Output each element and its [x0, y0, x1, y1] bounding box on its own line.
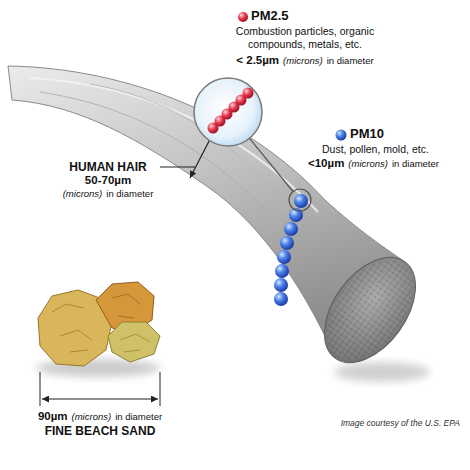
pm25-particle	[243, 88, 254, 99]
particle-description: Dust, pollen, mold, etc.	[322, 143, 429, 156]
pm25-key-dot	[238, 12, 248, 22]
pm10-particle	[294, 194, 308, 208]
label-line: < 2.5µm (microns) in diameter	[236, 54, 373, 68]
sand-texture	[120, 334, 150, 352]
label-line: Combustion particles, organic compounds,…	[226, 25, 384, 50]
label-line: (microns)in diameter	[63, 188, 154, 199]
pm10-key-dot	[336, 130, 347, 141]
magnifier-circle	[194, 78, 262, 146]
size-value: 50-70µm	[85, 174, 131, 188]
hair-shadow	[334, 362, 430, 382]
pm10-particle	[284, 222, 298, 236]
label-line: Dust, pollen, mold, etc.	[322, 143, 429, 156]
label-line: <10µm (microns) in diameter	[308, 157, 439, 171]
pm10-heading: PM10	[350, 126, 384, 142]
dimension-tick	[160, 372, 161, 406]
label-group: PM10	[350, 126, 384, 142]
label-group: < 2.5µm (microns) in diameter	[236, 54, 373, 68]
sand-grain	[108, 322, 160, 362]
pm10-particle	[275, 264, 289, 278]
dimension-tick	[40, 372, 41, 406]
label-line: PM2.5	[251, 8, 289, 24]
unit-note: (microns)	[348, 158, 388, 169]
leader-line	[160, 167, 195, 168]
pm25-particles	[208, 88, 254, 134]
sand-texture	[112, 294, 140, 318]
size-value: 90µm	[38, 410, 68, 424]
unit-note: (microns)	[63, 188, 103, 199]
label-group: 90µm (microns)in diameterFINE BEACH SAND	[38, 410, 162, 438]
object-name: FINE BEACH SAND	[45, 424, 156, 438]
label-group: PM2.5	[251, 8, 289, 24]
size-value: < 2.5µm	[236, 54, 279, 68]
pm10-particle	[280, 236, 294, 250]
label-line: 50-70µm	[63, 174, 154, 188]
label-group: HUMAN HAIR50-70µm(microns)in diameter	[63, 160, 154, 200]
pm10-particle	[277, 250, 291, 264]
sand-width-arrow	[42, 398, 158, 399]
unit-note: in diameter	[327, 55, 374, 66]
particle-description: Combustion particles, organic compounds,…	[226, 25, 384, 50]
label-group: Combustion particles, organic compounds,…	[226, 25, 384, 50]
label-line: 90µm (microns)in diameter	[38, 410, 162, 424]
pm10-particle	[274, 292, 288, 306]
hair-cross-section-texture	[309, 244, 431, 376]
object-name: HUMAN HAIR	[69, 160, 146, 174]
label-group: Image courtesy of the U.S. EPA	[341, 418, 460, 428]
size-value: <10µm	[308, 157, 344, 171]
label-line: PM10	[350, 126, 384, 142]
focus-ring	[289, 189, 311, 211]
label-line: HUMAN HAIR	[63, 160, 154, 174]
unit-note: (microns)	[72, 411, 112, 422]
unit-note: in diameter	[392, 158, 439, 169]
label-group: Dust, pollen, mold, etc.	[322, 143, 429, 156]
unit-note: (microns)	[283, 55, 323, 66]
image-credit: Image courtesy of the U.S. EPA	[341, 418, 460, 428]
label-line: Image courtesy of the U.S. EPA	[341, 418, 460, 428]
pm25-heading: PM2.5	[251, 8, 289, 24]
label-line: FINE BEACH SAND	[38, 424, 162, 438]
pm10-particle	[274, 278, 288, 292]
unit-note: in diameter	[106, 188, 153, 199]
magnifier-leader	[250, 138, 294, 191]
label-group: <10µm (microns) in diameter	[308, 157, 439, 171]
hair-cross-section	[306, 241, 434, 379]
sand-texture	[52, 304, 92, 352]
unit-note: in diameter	[115, 411, 162, 422]
